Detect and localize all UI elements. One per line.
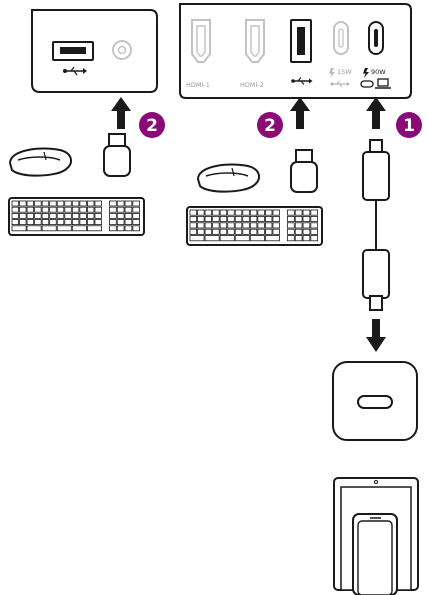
usb-c-cable <box>362 139 390 311</box>
left-port-panel <box>31 9 158 93</box>
hdmi-2-label: HDMI-2 <box>240 81 264 89</box>
step-badge-right: 1 <box>396 112 422 138</box>
step-badge-left-number: 2 <box>146 116 158 136</box>
up-arrow-left <box>111 97 131 129</box>
usb-icon <box>330 80 350 88</box>
usb-c-90w-port <box>368 21 384 55</box>
usb-dongle-left <box>103 133 131 177</box>
up-arrow-right <box>366 97 386 129</box>
device-usb-c-port <box>332 361 418 441</box>
usb-c-symbol-icon <box>360 80 374 88</box>
usb-c-90w-label: 90W <box>371 68 386 76</box>
tablet-and-phone-device <box>333 477 419 595</box>
wireless-mouse-middle <box>196 163 260 193</box>
keyboard-left <box>8 197 145 236</box>
step-badge-middle-number: 2 <box>264 116 276 136</box>
wireless-mouse-left <box>8 147 72 177</box>
usb-dongle-middle <box>290 149 318 193</box>
right-port-panel: HDMI-1 HDMI-2 15W <box>179 3 412 99</box>
usb-c-15w-label: 15W <box>337 68 352 76</box>
hdmi-2-port <box>245 19 265 63</box>
usb-c-15w-port <box>333 21 349 55</box>
up-arrow-middle <box>290 97 310 129</box>
down-arrow <box>366 319 386 352</box>
step-badge-left: 2 <box>139 112 165 138</box>
hdmi-1-port <box>191 19 211 63</box>
lightning-bolt-icon <box>363 68 369 78</box>
usb-a-port <box>290 19 312 63</box>
step-badge-middle: 2 <box>257 112 283 138</box>
left-usb-a-port <box>52 41 94 61</box>
laptop-icon <box>375 78 391 89</box>
usb-icon <box>291 77 313 85</box>
lightning-bolt-icon <box>329 68 335 78</box>
keyboard-middle <box>186 206 323 246</box>
usb-icon <box>63 66 87 76</box>
power-jack-icon <box>112 40 132 60</box>
hdmi-1-label: HDMI-1 <box>186 81 210 89</box>
step-badge-right-number: 1 <box>403 116 415 136</box>
